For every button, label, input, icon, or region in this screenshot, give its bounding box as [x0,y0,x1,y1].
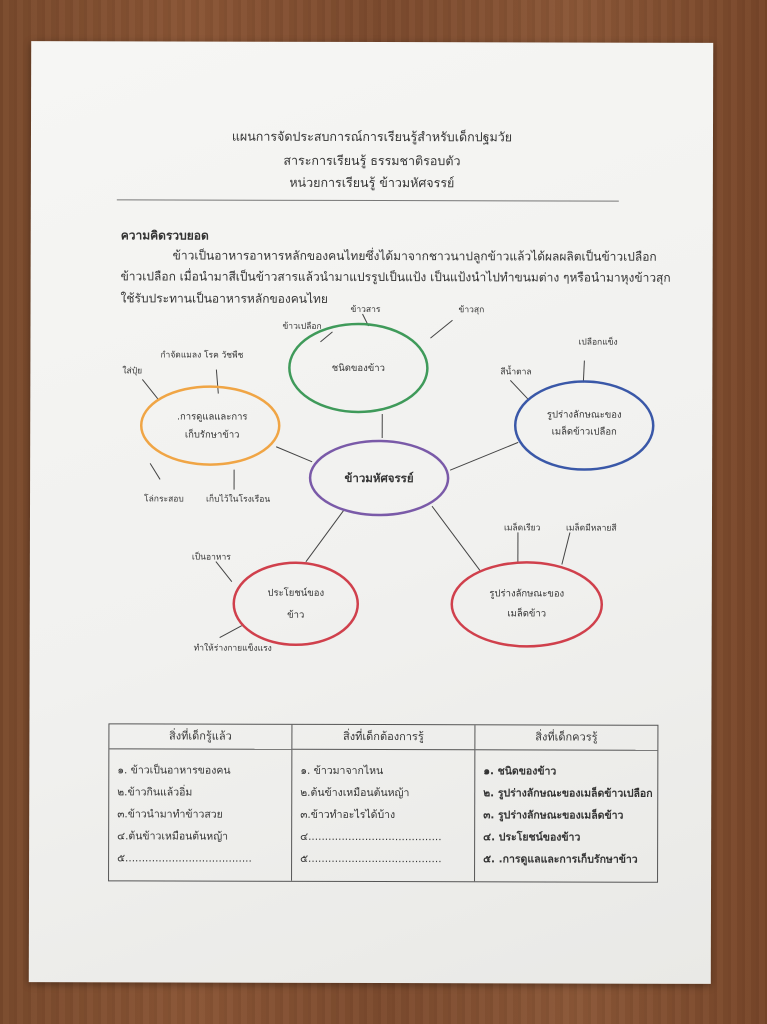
connector-care [275,446,313,463]
leaf-line-care-2 [215,369,219,394]
leaf-line-types-3 [430,319,453,339]
leaf-line-husk-1 [509,380,529,400]
list-item: ๕.......................................… [300,852,442,866]
list-item: ๔.ต้นข้าวเหมือนต้นหญ้า [117,830,229,843]
grain-shape-label-line-1: รูปร่างลักษณะของ [489,588,564,599]
benefits-bubble [232,561,360,647]
types-leaf-milled-rice: ข้าวสาร [351,304,381,315]
grain-shape-label-line-2: เมล็ดข้าว [507,606,546,619]
grain-shape-bubble [450,561,604,648]
list-item: ๓.ข้าวทำอะไรได้บ้าง [300,808,396,822]
center-label: ข้าวมหัศจรรย์ [345,471,414,485]
grain-leaf-slender: เมล็ดเรียว [504,521,541,533]
leaf-line-care-1 [141,379,159,400]
types-leaf-husk-rice: ข้าวเปลือก [282,321,321,332]
care-leaf-sack: โล่กระสอบ [144,493,184,504]
kwl-column-should: สิ่งที่เด็กควรรู้ ๑. ชนิดของข้าว ๒. รูปร… [475,725,658,881]
grain-leaf-colorful: เมล็ดมีหลายสี [566,522,617,534]
list-item: ๒.ข้าวกินแล้วอิ่ม [117,786,193,799]
care-label-line-1: .การดูแลและการ [177,411,248,422]
husk-shape-label-line-1: รูปร่างลักษณะของ [547,409,622,420]
benefits-label-line-2: ข้าว [287,610,304,621]
list-item: ๒. รูปร่างลักษณะของเมล็ดข้าวเปลือก [483,787,653,800]
mind-map: ชนิดของข้าว .การดูแลและการ เก็บรักษาข้าว… [122,304,655,654]
connector-grain-shape [431,505,481,571]
list-item: ๔. ประโยชน์ของข้าว [483,831,581,844]
connector-husk-shape [449,441,519,471]
list-item: ๕...................................... [117,852,252,865]
benefits-leaf-food: เป็นอาหาร [192,551,231,563]
leaf-line-types-1 [320,331,333,343]
kwl-table: สิ่งที่เด็กรู้แล้ว ๑. ข้าวเป็นอาหารของคน… [108,723,659,883]
benefits-leaf-strong-body: ทำให้ร่างกายแข็งแรง [194,642,272,654]
care-leaf-fertilize: ใส่ปุ๋ย [122,365,142,376]
leaf-line-husk-2 [582,360,585,383]
types-leaf-cooked-rice: ข้าวสุก [459,304,485,315]
kwl-header-know: สิ่งที่เด็กรู้แล้ว [109,724,292,750]
kwl-header-should: สิ่งที่เด็กควรรู้ [475,725,658,751]
kwl-column-know: สิ่งที่เด็กรู้แล้ว ๑. ข้าวเป็นอาหารของคน… [109,724,293,881]
worksheet-paper: แผนการจัดประสบการณ์การเรียนรู้สำหรับเด็ก… [28,41,714,984]
list-item: ๓.ข้าวนำมาทำข้าวสวย [117,808,223,821]
mind-map-connectors [141,313,585,639]
list-item: ๔.......................................… [300,830,442,844]
care-bubble [139,385,281,466]
list-item: ๕. .การดูแลและการเก็บรักษาข้าว [483,853,638,866]
types-label: ชนิดของข้าว [332,363,385,374]
husk-leaf-hard-shell: เปลือกแข็ง [578,336,617,348]
care-label-line-2: เก็บรักษาข้าว [185,428,240,441]
leaf-line-benefits-1 [215,561,233,582]
benefits-label-line-1: ประโยชน์ของ [267,587,324,599]
list-item: ๑. ข้าวเป็นอาหารของคน [117,764,231,777]
connector-benefits [305,509,345,563]
types-bubble [288,322,429,414]
list-item: ๑. ชนิดของข้าว [483,765,557,778]
leaf-line-care-3 [149,463,161,480]
husk-leaf-brown: สีน้ำตาล [500,365,531,377]
center-bubble [308,439,450,517]
list-item: ๓. รูปร่างลักษณะของเมล็ดข้าว [483,809,624,822]
leaf-line-benefits-2 [219,625,242,639]
leaf-line-grain-2 [561,532,571,565]
list-item: ๑. ข้าวมาจากไหน [300,764,384,778]
care-leaf-pest-control: กำจัดแมลง โรค วัชพืช [160,349,243,360]
husk-shape-bubble [513,380,655,471]
kwl-header-want: สิ่งที่เด็กต้องการรู้ [292,724,475,751]
list-item: ๒.ต้นข้างเหมือนต้นหญ้า [300,786,410,800]
husk-shape-label-line-2: เมล็ดข้าวเปลือก [552,424,618,437]
kwl-column-want: สิ่งที่เด็กต้องการรู้ ๑. ข้าวมาจากไหน ๒.… [292,724,476,882]
care-leaf-storehouse: เก็บไว้ในโรงเรือน [206,493,270,505]
